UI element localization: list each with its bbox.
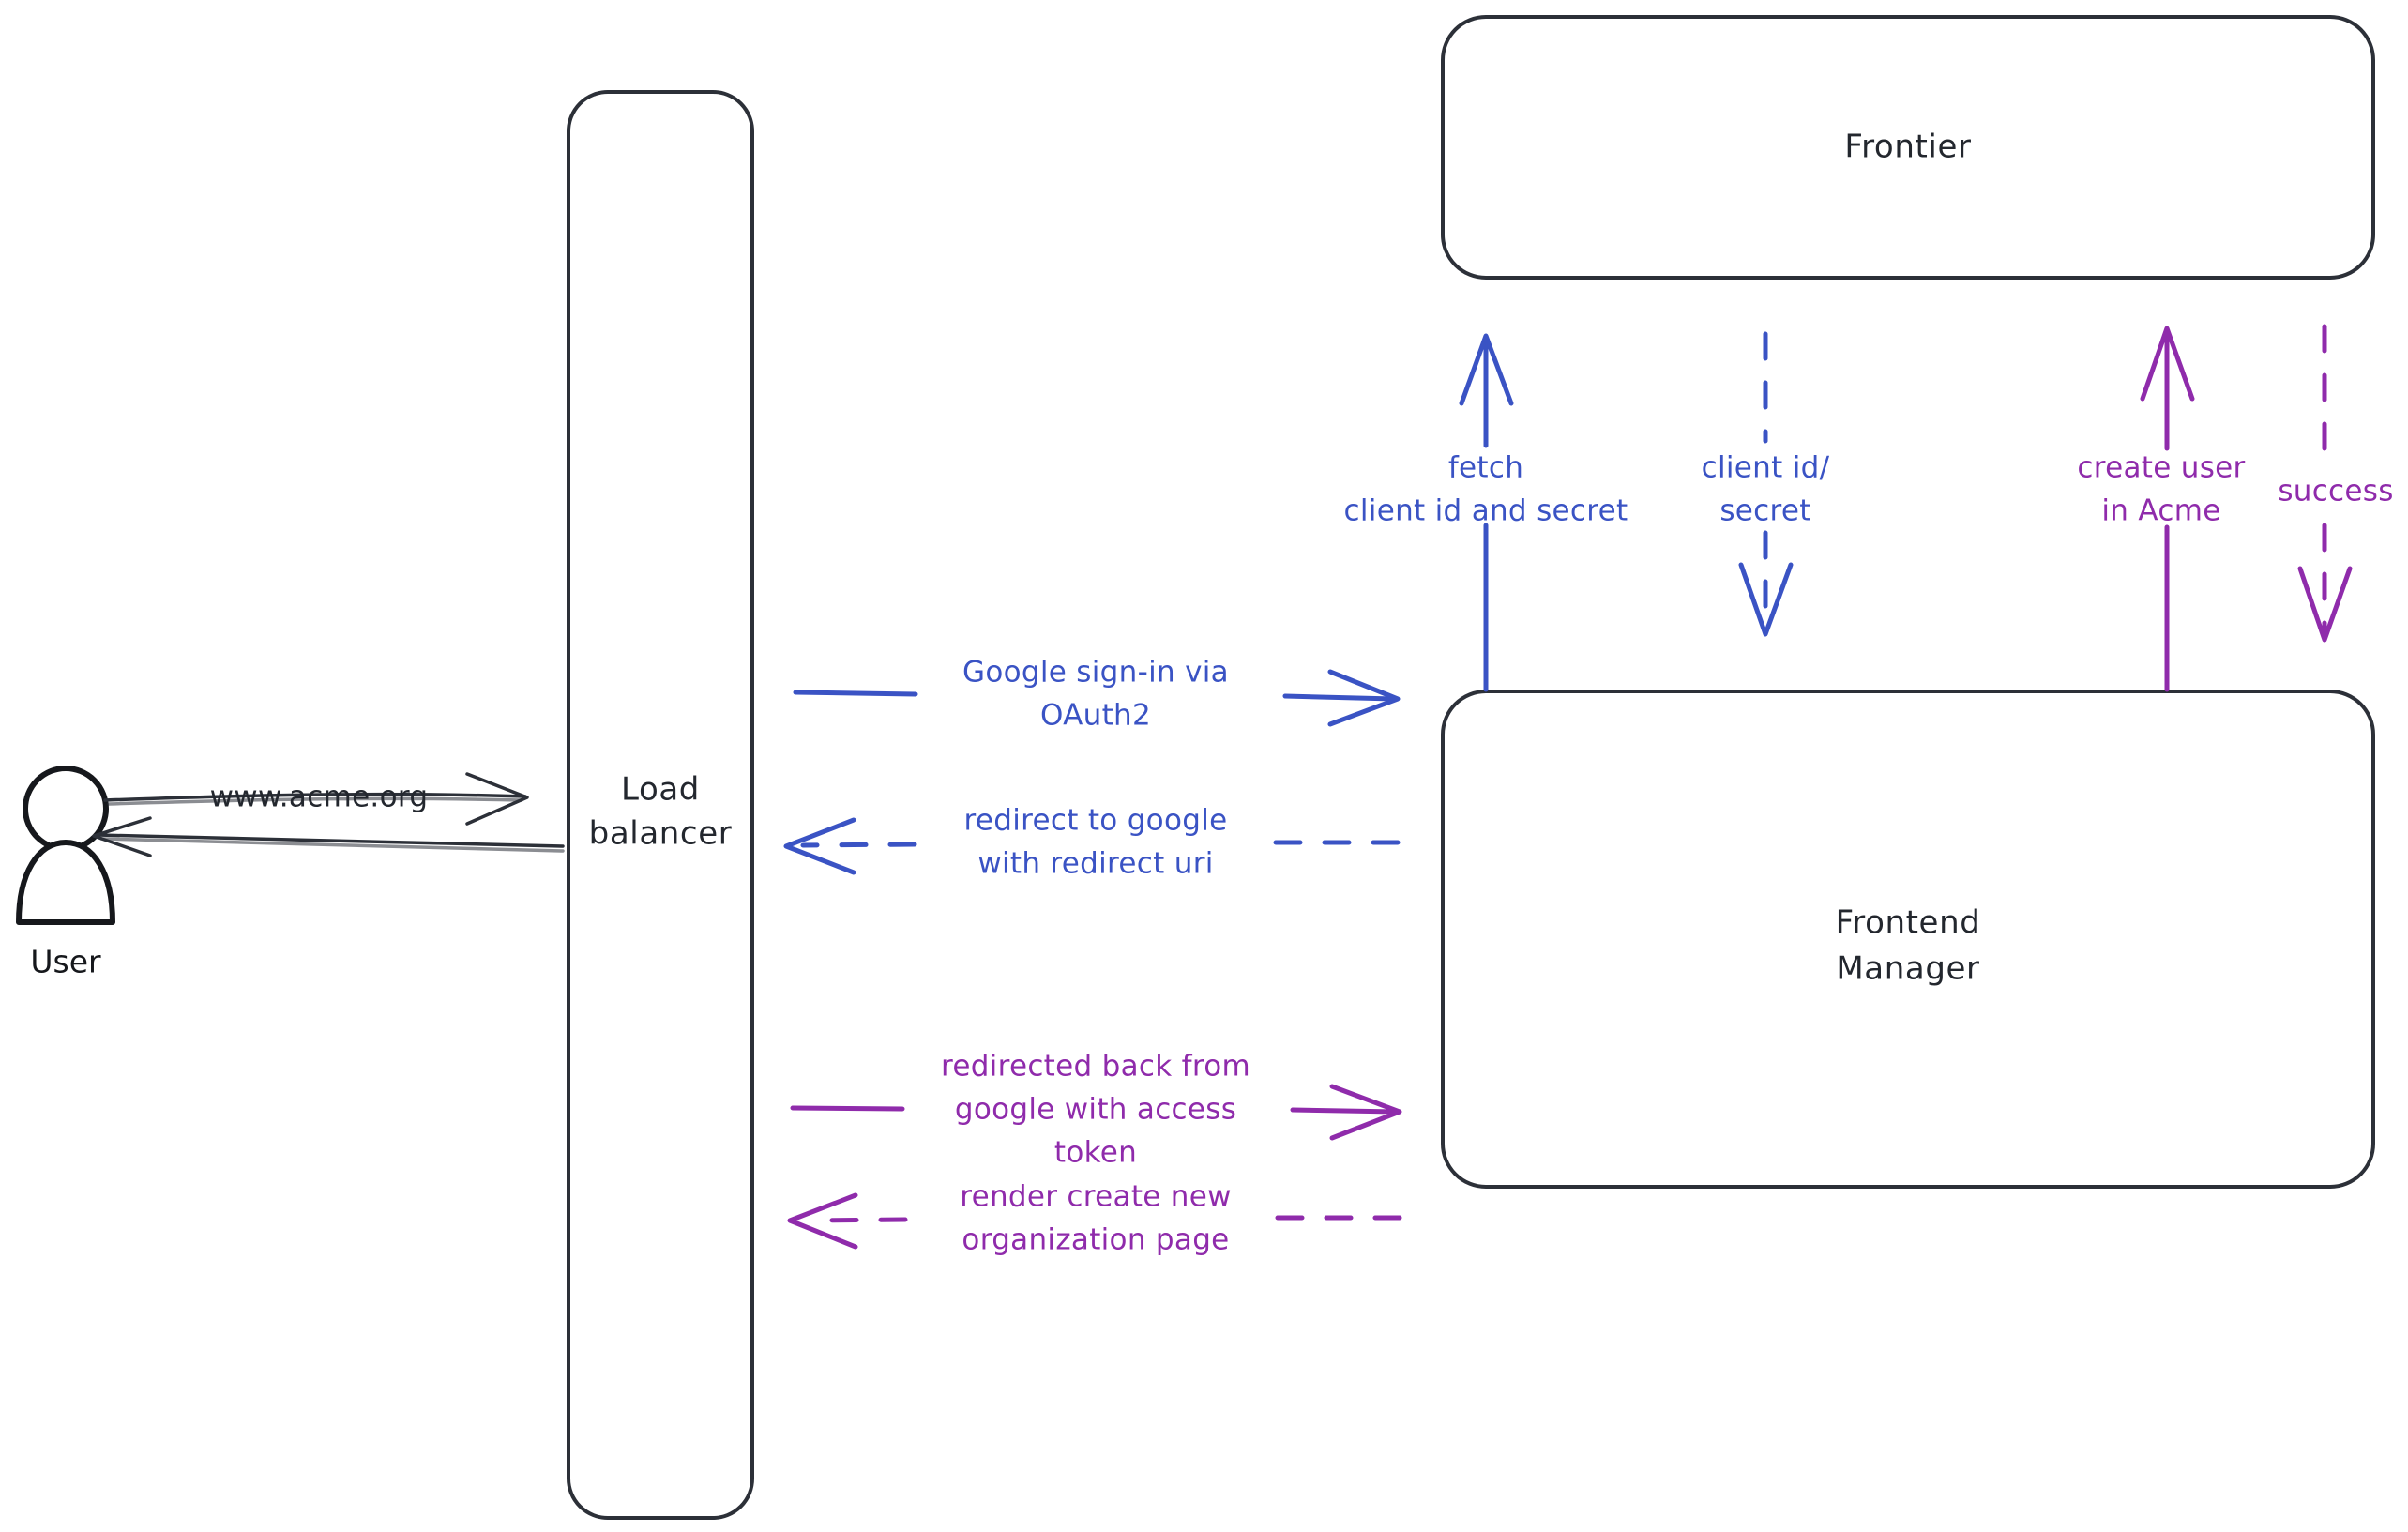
actor-label-user: User xyxy=(30,944,101,980)
edge-load-balancer-to-user xyxy=(92,816,565,857)
edge-fm-to-lb-render xyxy=(787,1192,1402,1250)
node-label-frontend-manager-line2: Manager xyxy=(1836,950,1979,988)
edge-label-token-line3: token xyxy=(1054,1136,1137,1170)
edge-lb-to-fm-signin xyxy=(793,669,1401,727)
node-label-frontend-manager-line1: Frontend xyxy=(1836,904,1981,942)
edge-label-redirect-line1: redirect to google xyxy=(964,804,1228,838)
edge-label-token-line1: redirected back from xyxy=(941,1050,1250,1084)
edge-lb-to-fm-token xyxy=(790,1084,1402,1141)
edge-frontier-to-fm-credentials xyxy=(1738,331,1794,637)
edge-label-redirect-line2: with redirect uri xyxy=(977,847,1213,881)
node-label-load-balancer-line2: balancer xyxy=(589,815,733,853)
edge-label-user-to-load-balancer: www.acme.org xyxy=(210,781,429,814)
edge-label-signin-line1: Google sign-in via xyxy=(962,656,1229,690)
edge-fm-to-frontier-create-user xyxy=(2140,326,2195,692)
edge-label-fetch-line1: fetch xyxy=(1448,451,1523,485)
edge-label-create-user-line1: create user xyxy=(2077,451,2245,485)
edge-frontier-to-fm-success xyxy=(2297,324,2353,643)
edge-label-success: success xyxy=(2278,475,2393,508)
actor-user: User xyxy=(16,766,115,980)
edge-user-to-load-balancer xyxy=(103,772,529,826)
edge-label-fetch-line2: client id and secret xyxy=(1344,494,1628,528)
node-frontend-manager[interactable]: Frontend Manager xyxy=(1441,690,2375,1189)
edge-fm-to-frontier-fetch xyxy=(1459,333,1514,692)
edge-label-token-line2: google with access xyxy=(955,1093,1236,1127)
node-load-balancer[interactable]: Load balancer xyxy=(567,90,754,1520)
edge-label-signin-line2: OAuth2 xyxy=(1040,699,1151,733)
person-icon-body xyxy=(16,840,115,925)
node-frontier[interactable]: Frontier xyxy=(1441,15,2375,280)
edge-label-render-line2: organization page xyxy=(962,1223,1229,1257)
node-label-load-balancer-line1: Load xyxy=(621,771,700,809)
edge-label-render-line1: render create new xyxy=(960,1180,1232,1214)
edge-label-credentials-line2: secret xyxy=(1719,494,1810,528)
edge-label-credentials-line1: client id/ xyxy=(1702,451,1830,485)
edge-label-create-user-line2: in Acme xyxy=(2101,494,2220,528)
node-label-frontier: Frontier xyxy=(1844,129,1971,166)
edge-fm-to-lb-redirect xyxy=(783,817,1401,875)
